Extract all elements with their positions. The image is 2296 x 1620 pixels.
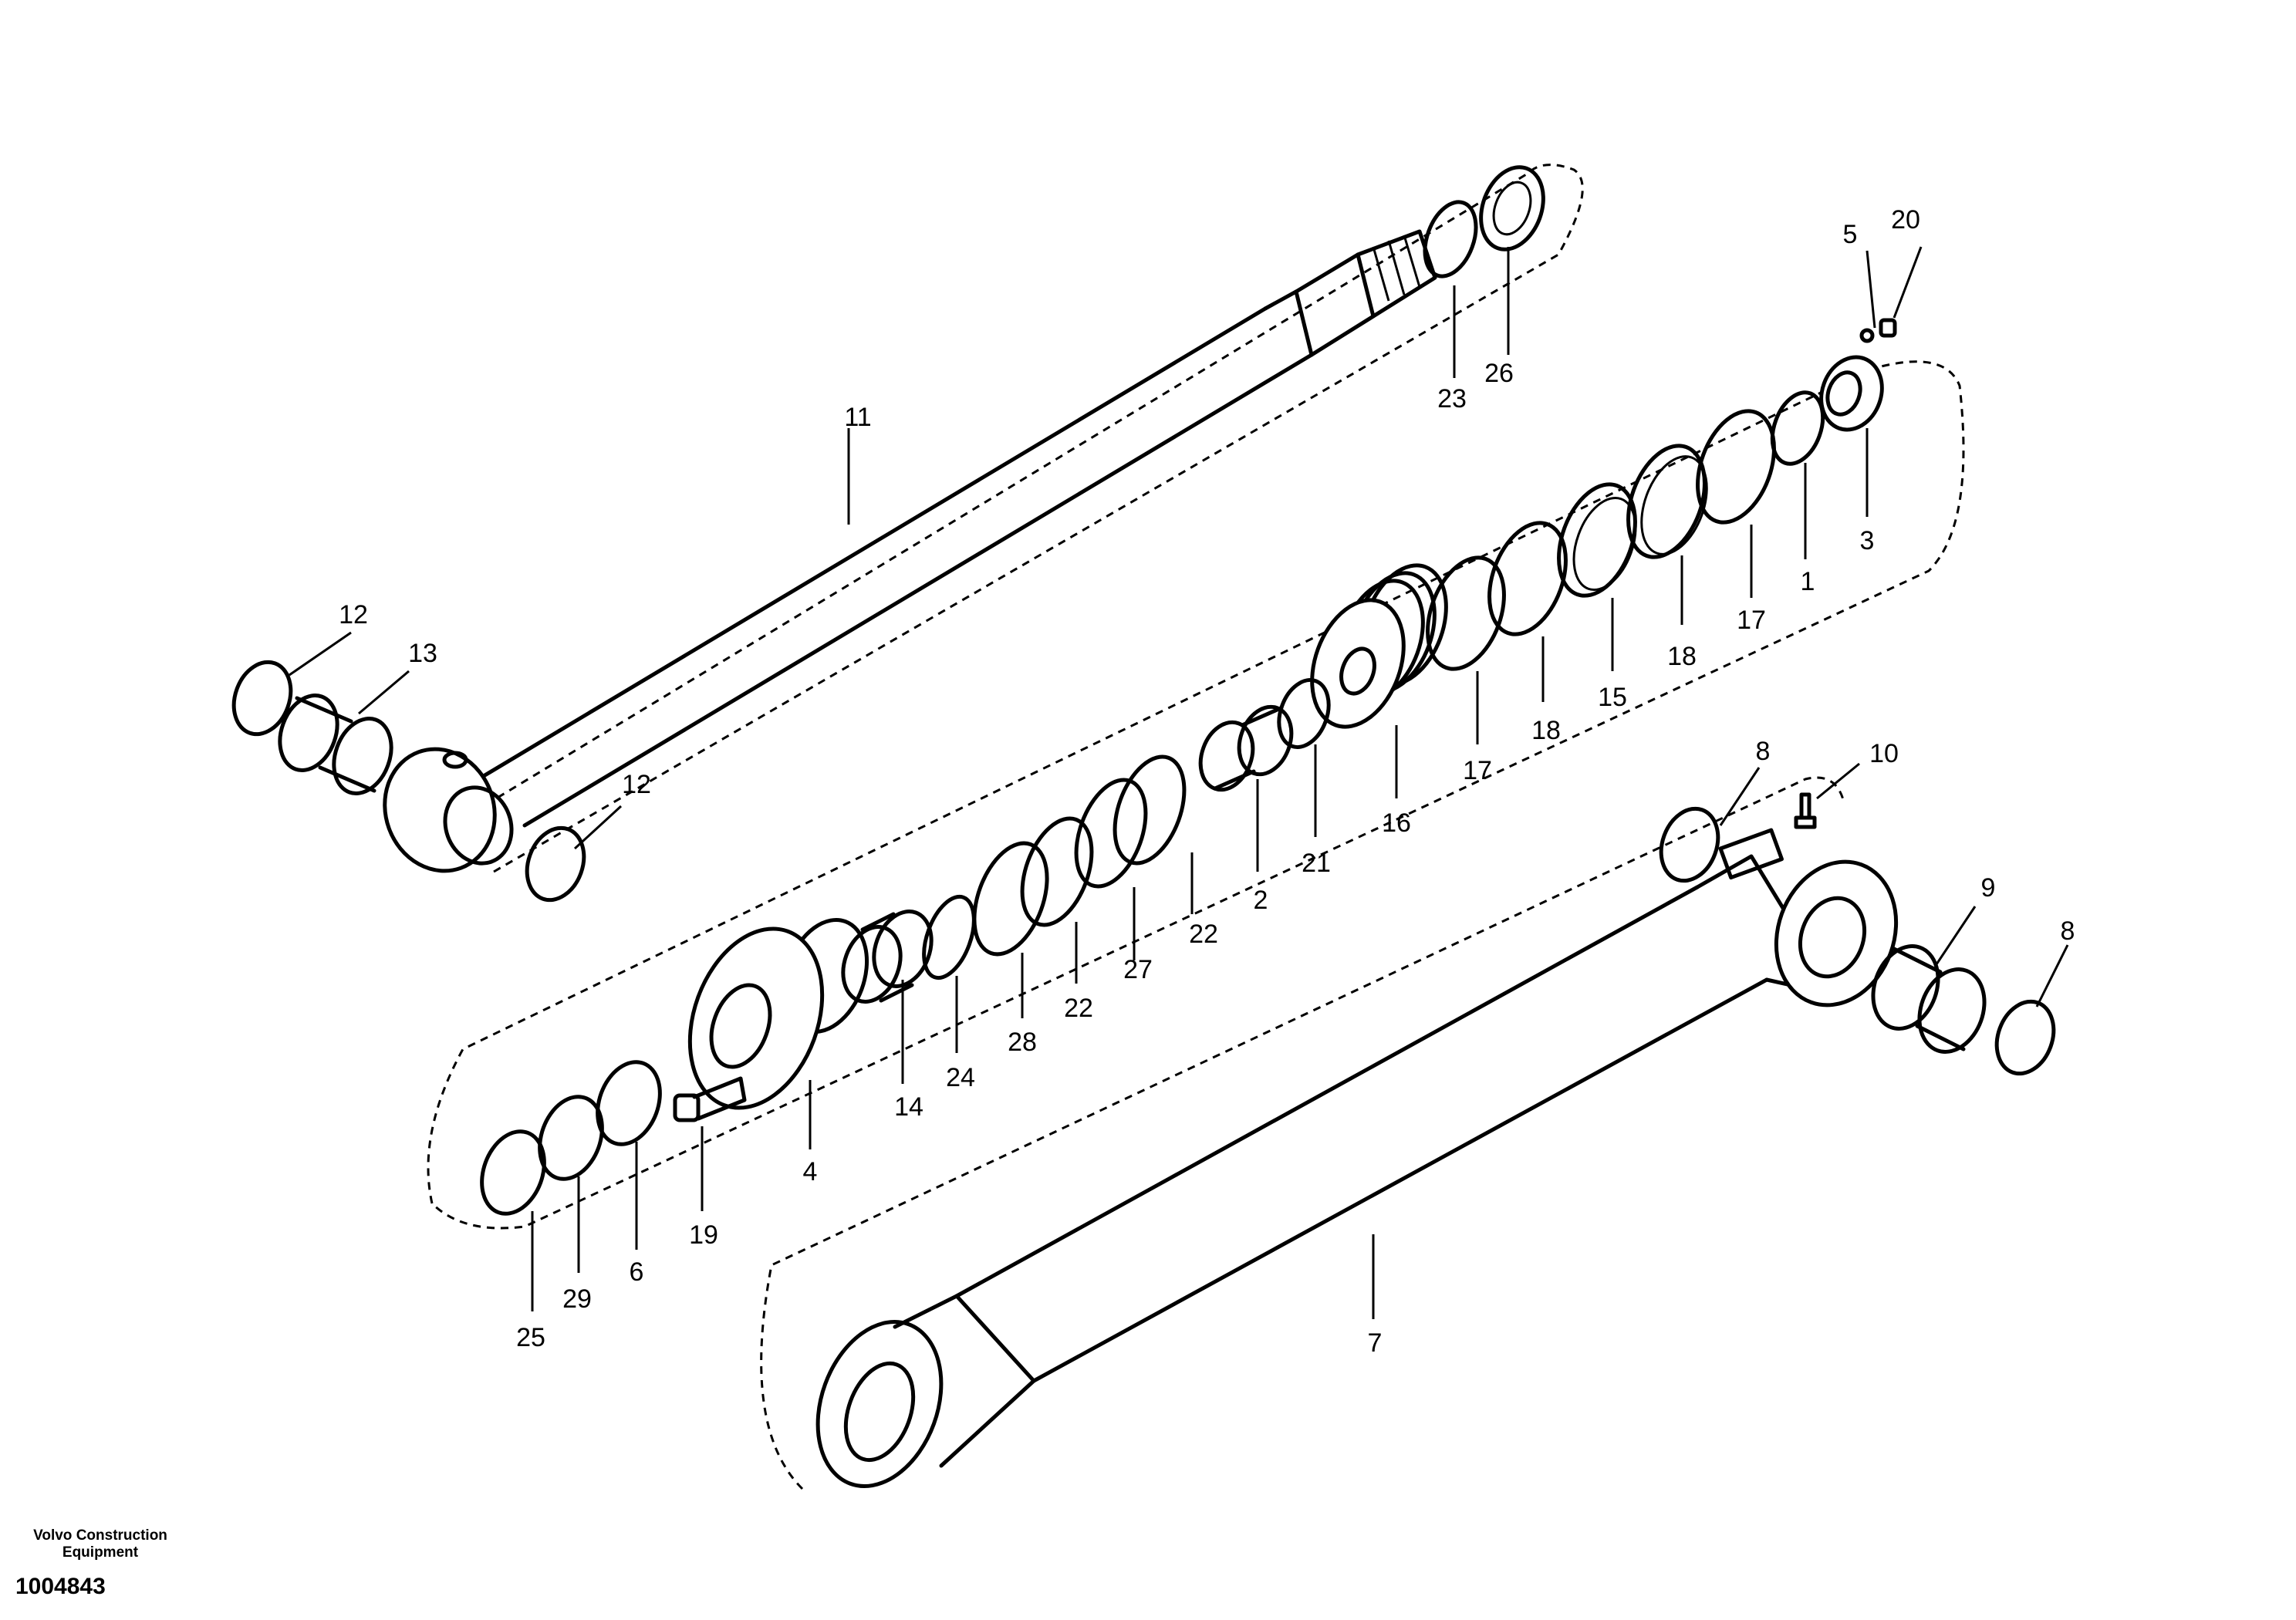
dust-seal-12-left <box>231 660 293 737</box>
callout-13: 13 <box>408 639 437 668</box>
ring-22-middle <box>1020 816 1094 927</box>
cylinder-head-4 <box>687 917 869 1110</box>
nut-3 <box>1819 355 1884 432</box>
company-name: Volvo Construction Equipment <box>15 1527 185 1561</box>
callout-20: 20 <box>1891 205 1920 235</box>
bushing-13 <box>278 694 393 795</box>
callout-2: 2 <box>1254 886 1268 915</box>
callout-12-upper: 12 <box>339 600 368 629</box>
ring-28 <box>972 841 1049 957</box>
callout-27: 27 <box>1123 955 1153 984</box>
callout-14: 14 <box>894 1092 923 1122</box>
callout-11: 11 <box>844 403 871 432</box>
cylinder-tube-7 <box>815 828 1899 1489</box>
callout-12-lower: 12 <box>622 770 651 799</box>
piston-group-dashed-outline <box>427 360 1965 1230</box>
callout-24: 24 <box>946 1063 975 1092</box>
callout-25: 25 <box>516 1323 545 1352</box>
tube-group-dashed-outline <box>760 776 1845 1490</box>
bushing-9 <box>1871 944 1987 1054</box>
callout-1: 1 <box>1801 567 1815 596</box>
cushion-ring-2 <box>1198 704 1294 792</box>
grease-nipple-10 <box>1794 792 1817 829</box>
callout-10: 10 <box>1869 739 1899 768</box>
seal-6 <box>596 1060 662 1146</box>
seal-25 <box>480 1129 546 1216</box>
callout-6: 6 <box>630 1257 644 1287</box>
callout-18-upper: 18 <box>1667 642 1697 671</box>
ring-18-upper <box>1626 444 1707 559</box>
seal-15 <box>1557 482 1637 598</box>
callout-labels: 11 12 13 12 23 26 5 20 3 1 17 18 15 18 1… <box>339 205 2075 1358</box>
ring-21 <box>1277 677 1331 750</box>
callout-26: 26 <box>1484 359 1514 388</box>
piston-rod-part <box>383 229 1437 873</box>
callout-19: 19 <box>689 1220 718 1250</box>
ring-22-upper <box>1113 754 1187 866</box>
callout-16: 16 <box>1382 808 1411 838</box>
illustration-number: 1004843 <box>15 1574 106 1599</box>
ball-5 <box>1859 328 1875 343</box>
ring-27 <box>1074 778 1148 889</box>
callout-8-upper: 8 <box>1756 737 1771 766</box>
ring-17-upper <box>1696 409 1776 525</box>
bolt-19 <box>673 1076 747 1122</box>
callout-15: 15 <box>1598 683 1627 712</box>
leader-lines <box>289 246 2069 1319</box>
callout-9: 9 <box>1981 873 1996 903</box>
dust-seal-12-right <box>525 825 586 903</box>
callout-3: 3 <box>1860 526 1875 555</box>
callout-28: 28 <box>1008 1028 1037 1057</box>
callout-23: 23 <box>1437 384 1467 413</box>
callout-8-lower: 8 <box>2061 916 2075 946</box>
callout-17-lower: 17 <box>1463 756 1492 785</box>
callout-17-upper: 17 <box>1737 606 1766 635</box>
callout-29: 29 <box>562 1284 592 1314</box>
seal-8-upper <box>1659 806 1720 883</box>
rod-group-dashed-outline <box>489 164 1584 873</box>
snap-ring-24 <box>922 894 976 980</box>
callout-22-upper: 22 <box>1189 920 1218 949</box>
callout-18-lower: 18 <box>1531 716 1561 745</box>
snap-ring-23 <box>1423 200 1478 278</box>
piston-16 <box>1310 563 1448 729</box>
callout-5: 5 <box>1843 220 1858 249</box>
washer-26 <box>1479 165 1545 251</box>
callout-22-middle: 22 <box>1064 994 1093 1023</box>
seal-8-lower <box>1994 999 2056 1076</box>
callout-7: 7 <box>1368 1328 1383 1358</box>
seal-29 <box>538 1095 604 1181</box>
lock-washer-1 <box>1770 390 1825 466</box>
company-line-2: Equipment <box>62 1544 139 1561</box>
set-screw-20 <box>1879 318 1897 338</box>
company-line-1: Volvo Construction <box>33 1527 167 1544</box>
callout-4: 4 <box>803 1157 818 1186</box>
callout-21: 21 <box>1302 849 1331 878</box>
